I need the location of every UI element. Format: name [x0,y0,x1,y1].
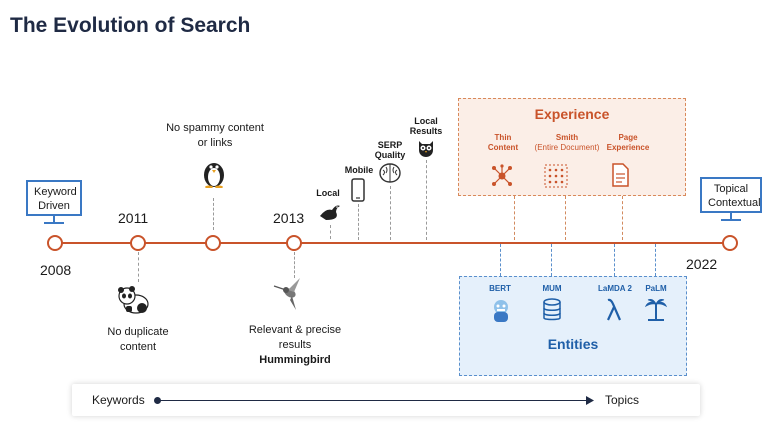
panda-icon [118,286,149,314]
year-label-2008: 2008 [40,262,72,278]
connector [655,244,656,276]
year-label-2022: 2022 [686,256,718,272]
dot-grid-icon [544,164,568,188]
bert-label: BERT [489,284,511,293]
mobile-phone-icon [351,178,365,202]
entities-title: Entities [547,336,599,352]
connector [514,196,515,240]
hummingbird-icon [273,278,300,310]
timeline-node-2008 [47,235,63,251]
mobile-label: Mobile [344,165,374,175]
connector [622,196,623,240]
entities-box [459,276,687,376]
topics-label: Topics [605,393,640,407]
palm-tree-icon [645,299,667,321]
arrow-line [158,400,590,401]
connector [500,244,501,276]
panda-description: No duplicate content [107,326,169,353]
experience-box [458,98,686,196]
connector [390,186,391,240]
connector [138,252,139,282]
local-results-label: Local Results [409,116,443,137]
penguin-icon [204,163,224,188]
network-icon [492,164,512,186]
local-label: Local [316,188,340,198]
timeline-node-2022 [722,235,738,251]
connector [551,244,552,276]
keywords-label: Keywords [92,393,145,407]
experience-title: Experience [534,106,610,122]
serp-quality-label: SERP Quality [374,140,406,161]
timeline-line [55,242,730,244]
connector [614,244,615,276]
mum-label: MUM [542,284,562,293]
connector [330,225,331,239]
owl-icon [419,141,433,157]
smith-sublabel-text: (Entire Document) [534,143,600,152]
page-title: The Evolution of Search [10,14,251,37]
connector [358,204,359,240]
brain-icon [379,163,401,183]
bert-character-icon [494,300,508,322]
year-label-2013: 2013 [273,210,305,226]
hummingbird-description: Relevant & precise results [248,324,342,351]
penguin-description: No spammy content or links [166,122,264,149]
monitor-base [721,219,741,221]
monitor-base [44,222,64,224]
timeline-node-2011 [130,235,146,251]
connector [565,196,566,240]
pigeon-icon [320,205,340,220]
smith-label: Smith [555,133,579,142]
topical-contextual-monitor: Topical Contextual [700,177,762,213]
thin-content-label: Thin Content [487,133,519,152]
smith-sublabel: (Entire Document) [528,143,606,153]
monitor-stand [730,213,732,219]
lambda-icon [607,298,622,321]
monitor-stand [53,216,55,222]
connector [426,160,427,240]
hummingbird-name: Hummingbird [259,354,331,366]
document-icon [612,163,629,187]
arrow-head-icon [586,396,594,405]
connector [294,252,295,278]
page-experience-label: Page Experience [606,133,650,152]
palm-label: PaLM [645,284,667,293]
arrow-start-dot [154,397,161,404]
keyword-driven-monitor: Keyword Driven [26,180,82,216]
connector [213,198,214,230]
database-icon [543,298,561,321]
lamda-label: LaMDA 2 [598,284,632,293]
year-label-2011: 2011 [118,210,149,226]
timeline-node-2013 [286,235,302,251]
timeline-node-penguin [205,235,221,251]
